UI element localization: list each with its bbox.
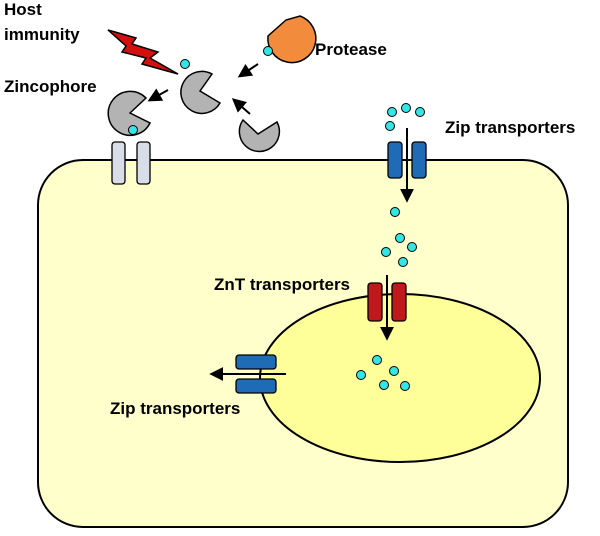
zinc-ion xyxy=(263,46,273,56)
protease-label: Protease xyxy=(315,40,387,59)
zinc-ion xyxy=(398,257,408,267)
zinc-ion xyxy=(379,380,389,390)
zip-transporters-top-label: Zip transporters xyxy=(445,118,575,137)
zip-transporters-bottom-label: Zip transporters xyxy=(110,399,240,418)
zincophore-icon xyxy=(238,118,281,153)
zinc-ion xyxy=(415,107,425,117)
zinc-ion xyxy=(372,355,382,365)
protease-icon xyxy=(267,15,317,64)
zinc-ion xyxy=(400,381,410,391)
zinc-ion xyxy=(407,242,417,252)
zinc-ion xyxy=(395,233,405,243)
zip-transporter-vacuole xyxy=(235,354,277,394)
arrow xyxy=(237,63,259,78)
zinc-ion xyxy=(401,103,411,113)
zinc-ion xyxy=(385,121,395,131)
host-immunity-label-line1: Host xyxy=(4,0,42,19)
zinc-ion xyxy=(381,247,391,257)
zinc-ion xyxy=(180,59,190,69)
zinc-ion xyxy=(389,366,399,376)
zip-transporter-membrane xyxy=(387,141,427,179)
zinc-ion xyxy=(128,125,138,135)
znt-transporter xyxy=(367,282,407,322)
zincophore-icon xyxy=(107,90,152,137)
zinc-ion xyxy=(390,207,400,217)
znt-transporters-label: ZnT transporters xyxy=(214,275,350,294)
host-immunity-label-line2: immunity xyxy=(4,25,80,44)
zincophore-label: Zincophore xyxy=(4,77,97,96)
zincophore-receptor xyxy=(111,141,151,185)
zincophore-icon xyxy=(180,70,222,115)
zinc-ion xyxy=(387,107,397,117)
lightning-bolt-icon xyxy=(107,29,179,75)
zinc-ion xyxy=(356,370,366,380)
arrow xyxy=(147,88,169,102)
arrow xyxy=(231,98,251,115)
